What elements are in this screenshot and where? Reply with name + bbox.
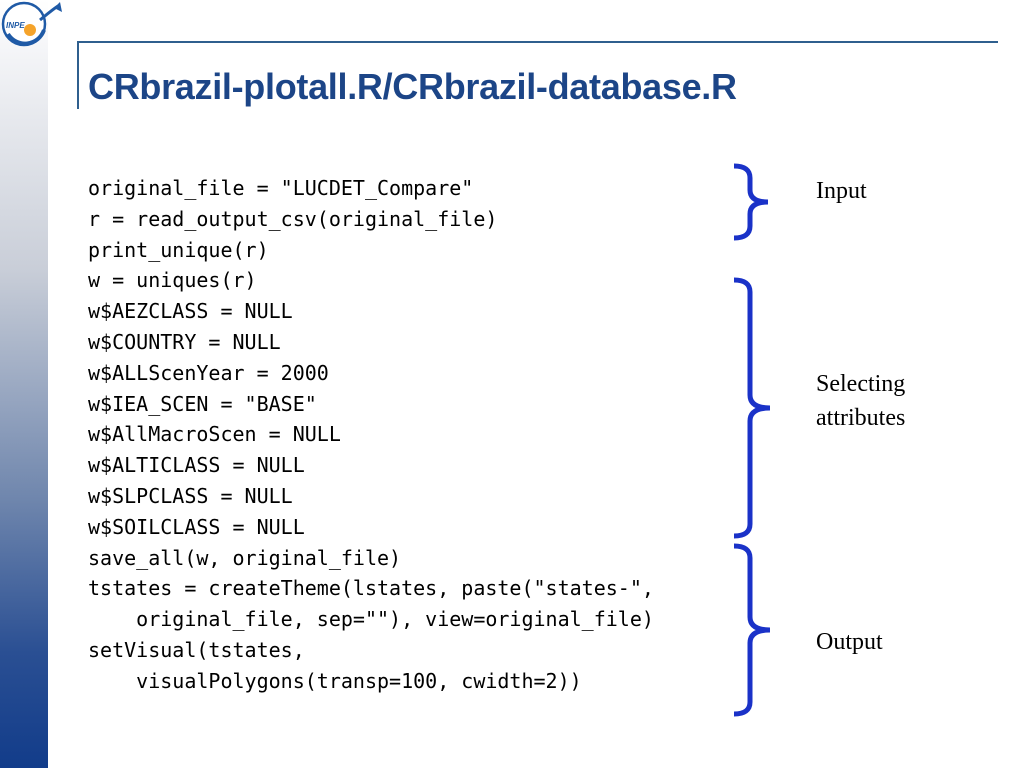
bracket-input (733, 163, 769, 241)
code-line: r = read_output_csv(original_file) (88, 206, 498, 231)
code-line: w$AEZCLASS = NULL (88, 299, 293, 324)
bracket-output (733, 543, 771, 717)
title-rule-vertical (77, 41, 79, 109)
code-line: w$IEA_SCEN = "BASE" (88, 391, 317, 416)
annotation-brackets (733, 163, 771, 717)
code-line: setVisual(tstates, (88, 637, 305, 662)
title-rule-horizontal (78, 41, 998, 43)
code-line: tstates = createTheme(lstates, paste("st… (88, 576, 654, 601)
code-line: visualPolygons(transp=100, cwidth=2)) (88, 668, 582, 693)
logo-text: INPE (6, 21, 25, 30)
inpe-logo: INPE (1, 1, 62, 47)
slide-title: CRbrazil-plotall.R/CRbrazil-database.R (88, 66, 737, 107)
label-input: Input (816, 178, 867, 204)
code-line: original_file = "LUCDET_Compare" (88, 176, 474, 200)
code-line: w$ALTICLASS = NULL (88, 453, 305, 478)
label-selecting-attributes: Selecting attributes (816, 371, 906, 431)
code-line: w$SLPCLASS = NULL (88, 483, 293, 508)
bracket-selecting (733, 277, 771, 539)
code-line: original_file, sep=""), view=original_fi… (88, 607, 654, 632)
sidebar-gradient (0, 0, 48, 768)
code-line: w$ALLScenYear = 2000 (88, 360, 329, 385)
code-line: save_all(w, original_file) (88, 545, 402, 570)
label-output: Output (816, 629, 883, 655)
code-line: w$SOILCLASS = NULL (88, 514, 305, 539)
code-line: print_unique(r) (88, 237, 269, 262)
code-line: w$AllMacroScen = NULL (88, 422, 341, 447)
code-line: w$COUNTRY = NULL (88, 329, 281, 354)
code-line: w = uniques(r) (88, 268, 257, 293)
code-block: original_file = "LUCDET_Compare" r = rea… (88, 173, 654, 697)
